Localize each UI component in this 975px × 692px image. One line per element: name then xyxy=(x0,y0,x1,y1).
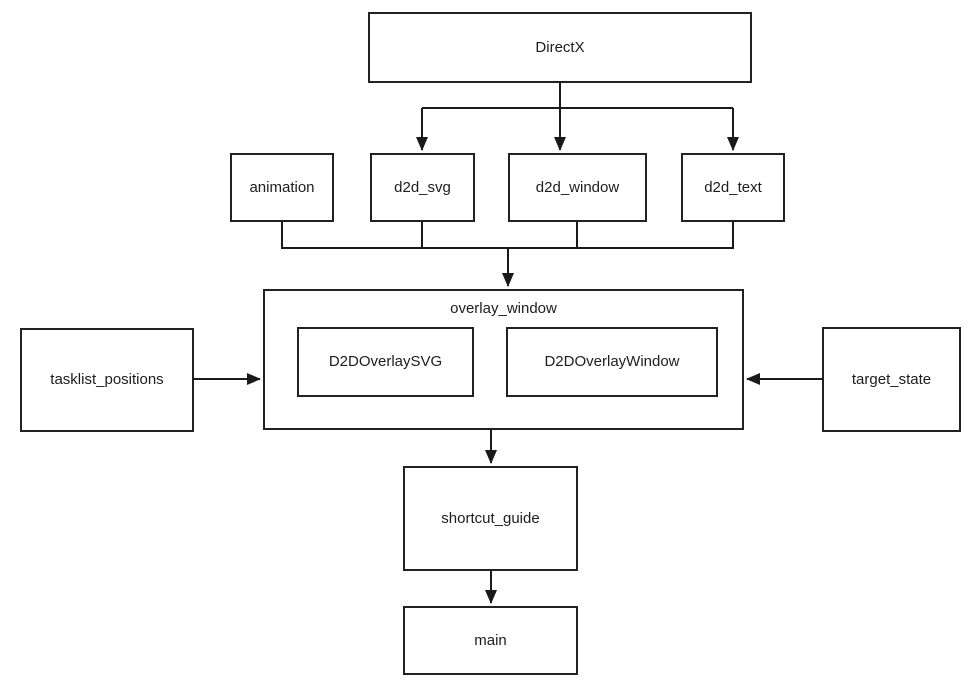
node-d2d-window: d2d_window xyxy=(508,153,647,222)
node-d2d-overlay-window: D2DOverlayWindow xyxy=(506,327,718,397)
node-d2d-svg-label: d2d_svg xyxy=(394,178,451,196)
node-target-state-label: target_state xyxy=(851,370,932,388)
node-d2d-text-label: d2d_text xyxy=(704,178,762,196)
node-d2d-overlay-window-label: D2DOverlayWindow xyxy=(544,353,680,370)
node-animation-label: animation xyxy=(249,178,315,196)
node-directx-label: DirectX xyxy=(535,38,585,56)
node-directx: DirectX xyxy=(368,12,752,83)
node-main-label: main xyxy=(474,631,507,649)
node-tasklist-positions-label: tasklist_positions xyxy=(50,371,164,388)
node-d2d-overlay-svg-label: D2DOverlaySVG xyxy=(328,353,443,370)
edge-row2-bus xyxy=(281,222,734,249)
node-tasklist-positions: tasklist_positions xyxy=(20,328,194,432)
node-overlay-window-label: overlay_window xyxy=(450,300,557,317)
node-d2d-overlay-svg: D2DOverlaySVG xyxy=(297,327,474,397)
edge-directx-rail xyxy=(422,83,733,109)
node-d2d-text: d2d_text xyxy=(681,153,785,222)
node-d2d-svg: d2d_svg xyxy=(370,153,475,222)
node-shortcut-guide-label: shortcut_guide xyxy=(441,509,540,527)
node-main: main xyxy=(403,606,578,675)
node-d2d-window-label: d2d_window xyxy=(535,178,620,196)
node-animation: animation xyxy=(230,153,334,222)
node-target-state: target_state xyxy=(822,327,961,432)
node-shortcut-guide: shortcut_guide xyxy=(403,466,578,571)
